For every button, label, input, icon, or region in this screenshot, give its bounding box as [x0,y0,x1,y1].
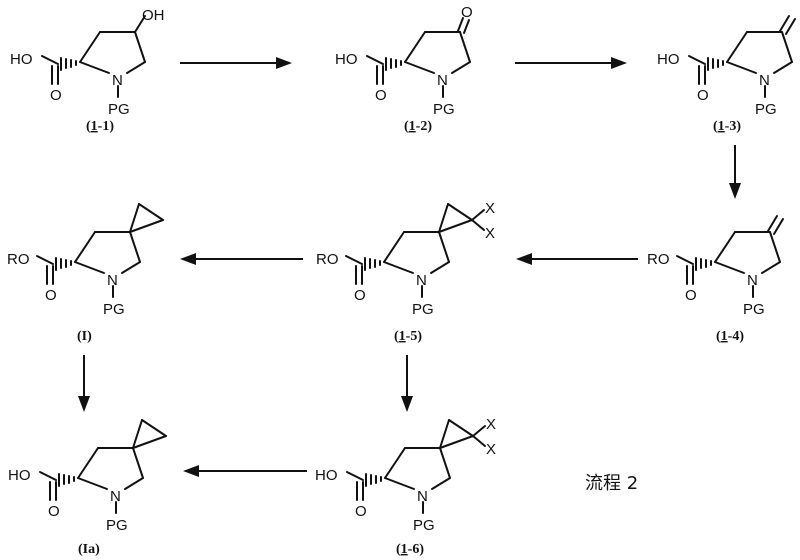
ho-group: HO [315,467,338,484]
reaction-arrow-2 [515,57,627,69]
carbonyl-oxygen: O [685,287,697,304]
carbonyl-oxygen: O [355,503,367,520]
compound-1-5: X X RO O N PG [316,200,495,318]
reaction-arrow-3 [729,145,741,199]
protecting-group: PG [743,301,765,318]
compound-I: RO O N PG [7,203,164,318]
ho-group: HO [10,51,33,68]
halogen-x-2: X [486,441,496,458]
scheme-title: 流程 2 [585,473,638,494]
ring-nitrogen: N [107,272,118,289]
compound-label-1-6: (1-6) [396,542,424,557]
compound-label-1-4: (1-4) [716,329,744,344]
carbonyl-oxygen: O [45,287,57,304]
compound-label-I: (I) [77,329,92,344]
carbonyl-oxygen: O [375,87,387,104]
compound-1-3: HO O N PG [657,15,796,118]
compound-1-2: O HO O N PG [335,4,473,118]
ketone-oxygen: O [461,4,473,21]
compound-label-1-5: (1-5) [394,329,422,344]
compound-label-Ia: (Ia) [78,542,100,557]
protecting-group: PG [106,517,128,534]
protecting-group: PG [103,301,125,318]
compound-1-6: X X HO O N PG [315,416,496,534]
protecting-group: PG [412,301,434,318]
compound-Ia: HO O N PG [8,419,167,534]
reaction-arrow-4 [516,253,638,265]
carbonyl-oxygen: O [354,287,366,304]
halogen-x-1: X [485,200,495,217]
protecting-group: PG [433,101,455,118]
ring-nitrogen: N [112,72,123,89]
ring-nitrogen: N [437,72,448,89]
oh-group: OH [142,7,165,24]
ring-nitrogen: N [747,272,758,289]
reaction-arrow-5 [180,253,303,265]
compound-label-1-2: (1-2) [404,119,432,134]
carbonyl-oxygen: O [50,87,62,104]
compound-label-1-1: (1-1) [86,119,114,134]
carbonyl-oxygen: O [48,503,60,520]
ring-nitrogen: N [110,488,121,505]
reaction-arrow-1 [180,57,292,69]
ring-nitrogen: N [416,272,427,289]
reaction-arrow-6 [78,355,90,412]
ro-group: RO [7,251,30,268]
halogen-x-2: X [485,225,495,242]
ring-nitrogen: N [417,488,428,505]
ho-group: HO [8,467,31,484]
protecting-group: PG [755,101,777,118]
ro-group: RO [647,251,670,268]
carbonyl-oxygen: O [697,87,709,104]
reaction-arrow-7 [401,355,413,412]
reaction-arrow-8 [183,465,307,477]
compound-label-1-3: (1-3) [713,119,741,134]
protecting-group: PG [108,101,130,118]
ro-group: RO [316,251,339,268]
ho-group: HO [657,51,680,68]
ring-nitrogen: N [759,72,770,89]
ho-group: HO [335,51,358,68]
halogen-x-1: X [486,416,496,433]
protecting-group: PG [413,517,435,534]
compound-1-1: OH HO O N PG [10,7,165,118]
compound-1-4: RO O N PG [647,215,784,318]
